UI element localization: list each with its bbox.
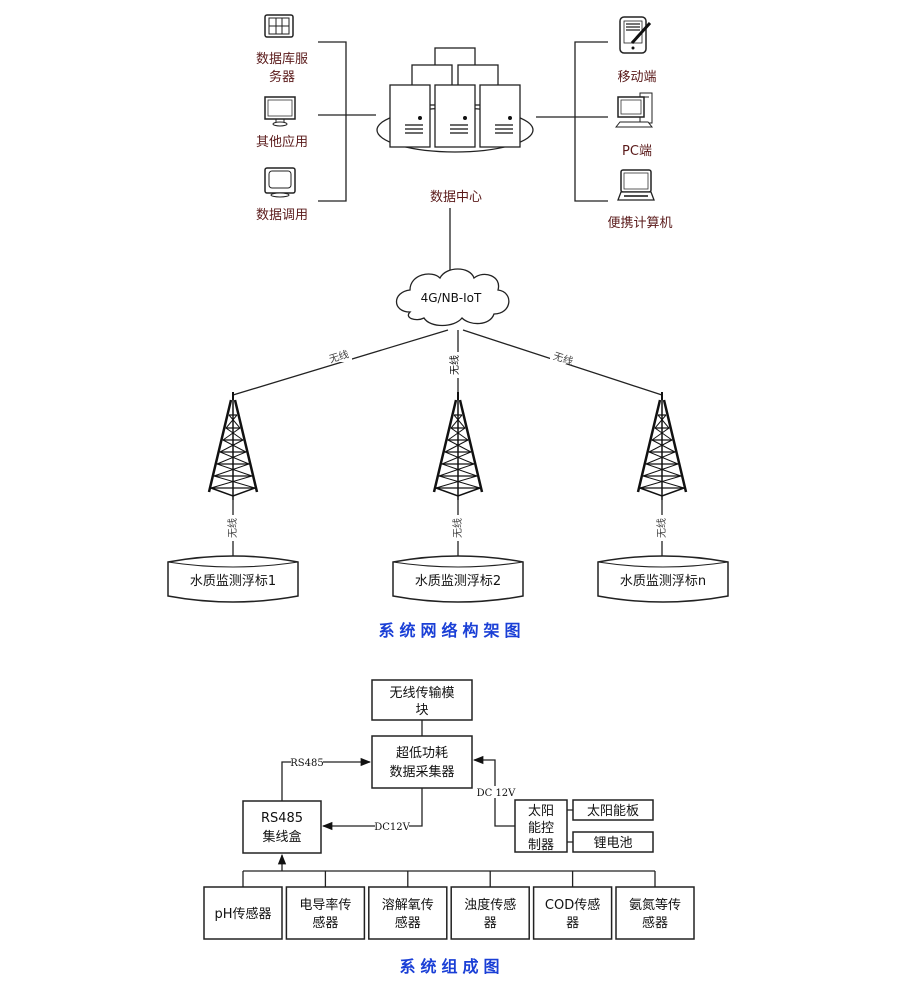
battery-box: [572, 831, 654, 853]
sensor-box-frame: [532, 886, 613, 940]
solar-controller-label-line3: 制器: [528, 838, 554, 853]
client-label-pc: PC端: [622, 144, 652, 159]
right-client-bracket: [536, 41, 608, 202]
sensor-label: COD传感: [545, 897, 600, 913]
pda-icon: [619, 16, 652, 54]
buoy-1-label: 水质监测浮标1: [190, 574, 276, 589]
radio-tower-icon-2: [432, 390, 484, 502]
link-label-tower-2: 无线: [448, 355, 461, 375]
solar-peripheral-links: [567, 809, 573, 843]
link-label-buoy-3: 无线: [655, 518, 668, 538]
buoy-1: [167, 555, 299, 603]
buoy-n-label: 水质监测浮标n: [620, 574, 706, 589]
wireless-module-box: [371, 679, 473, 721]
client-label-mobile: 移动端: [617, 70, 656, 85]
sensor-label: 电导率传: [299, 897, 351, 913]
sensor-drops: [242, 871, 656, 887]
rs485-link-label: RS485: [290, 758, 323, 769]
sensor-label: pH传感器: [214, 906, 271, 922]
sensor-label: 感器: [395, 915, 421, 931]
buoy-n: [597, 555, 729, 603]
network-caption: 系统网络构架图: [378, 621, 525, 640]
buoy-2-label: 水质监测浮标2: [415, 574, 501, 589]
sensor-label: 浊度传感: [464, 897, 516, 913]
wireless-module-label-line1: 无线传输模: [389, 685, 454, 701]
crt-monitor-icon: [264, 167, 296, 198]
client-label-db-server-line2: 务器: [269, 69, 295, 85]
client-label-data-call: 数据调用: [256, 208, 308, 223]
solar-controller-box: [514, 799, 568, 853]
database-server-icon: [264, 14, 294, 38]
solar-panel-label: 太阳能板: [587, 804, 639, 819]
laptop-icon: [617, 169, 655, 201]
tower-buoy-links: [232, 500, 663, 556]
dc12v-hub-link: [321, 788, 423, 831]
sensor-box: pH传感器: [203, 886, 283, 940]
solar-controller-label-line2: 能控: [528, 821, 554, 836]
rs485-hub-label-line1: RS485: [261, 811, 303, 826]
client-label-db-server-line1: 数据库服: [256, 51, 308, 67]
rs485-hub-box: [242, 800, 322, 854]
dc12v-hub-link-label: DC12V: [374, 822, 410, 833]
sensor-box-frame: [285, 886, 366, 940]
sensor-bus: [243, 853, 655, 872]
sensor-box-frame: [450, 886, 530, 940]
client-label-laptop: 便携计算机: [607, 215, 672, 231]
wireless-module-label-line2: 块: [415, 703, 428, 718]
sensor-label: 溶解氧传: [382, 898, 434, 913]
sensor-label: 器: [484, 916, 497, 931]
sensor-box-frame: [203, 886, 283, 940]
buoy-2: [392, 555, 524, 603]
sensor-label: 感器: [642, 915, 668, 931]
desktop-pc-icon: [614, 92, 654, 128]
radio-tower-icon-1: [207, 390, 259, 502]
sensor-box-frame: [368, 886, 448, 940]
sensor-label: 氨氮等传: [629, 897, 681, 913]
sensor-label: 感器: [312, 915, 338, 931]
cloud-label: 4G/NB-IoT: [421, 291, 482, 305]
link-label-buoy-1: 无线: [226, 518, 239, 538]
data-collector-label-line2: 数据采集器: [389, 764, 454, 780]
cloud-icon: [395, 268, 510, 327]
battery-label: 锂电池: [593, 836, 632, 851]
rs485-hub-label-line2: 集线盒: [262, 829, 301, 845]
composition-caption: 系统组成图: [399, 957, 504, 976]
radio-tower-icon-3: [636, 390, 688, 502]
client-label-other-apps: 其他应用: [256, 134, 308, 150]
data-center-label: 数据中心: [430, 190, 482, 205]
link-label-buoy-2: 无线: [451, 518, 464, 538]
sensor-label: 器: [566, 916, 579, 931]
data-collector-box: [371, 735, 473, 789]
data-center-servers-icon: [376, 47, 534, 153]
solar-controller-label-line1: 太阳: [528, 804, 554, 819]
rs485-link: [281, 757, 372, 801]
left-client-bracket: [318, 41, 376, 202]
dc12v-solar-link-label: DC 12V: [477, 788, 517, 799]
monitor-icon: [264, 96, 296, 127]
data-collector-label-line1: 超低功耗: [396, 746, 448, 761]
solar-panel-box: [572, 799, 654, 821]
wireless-links: [232, 329, 663, 396]
sensor-box-frame: [615, 886, 695, 940]
